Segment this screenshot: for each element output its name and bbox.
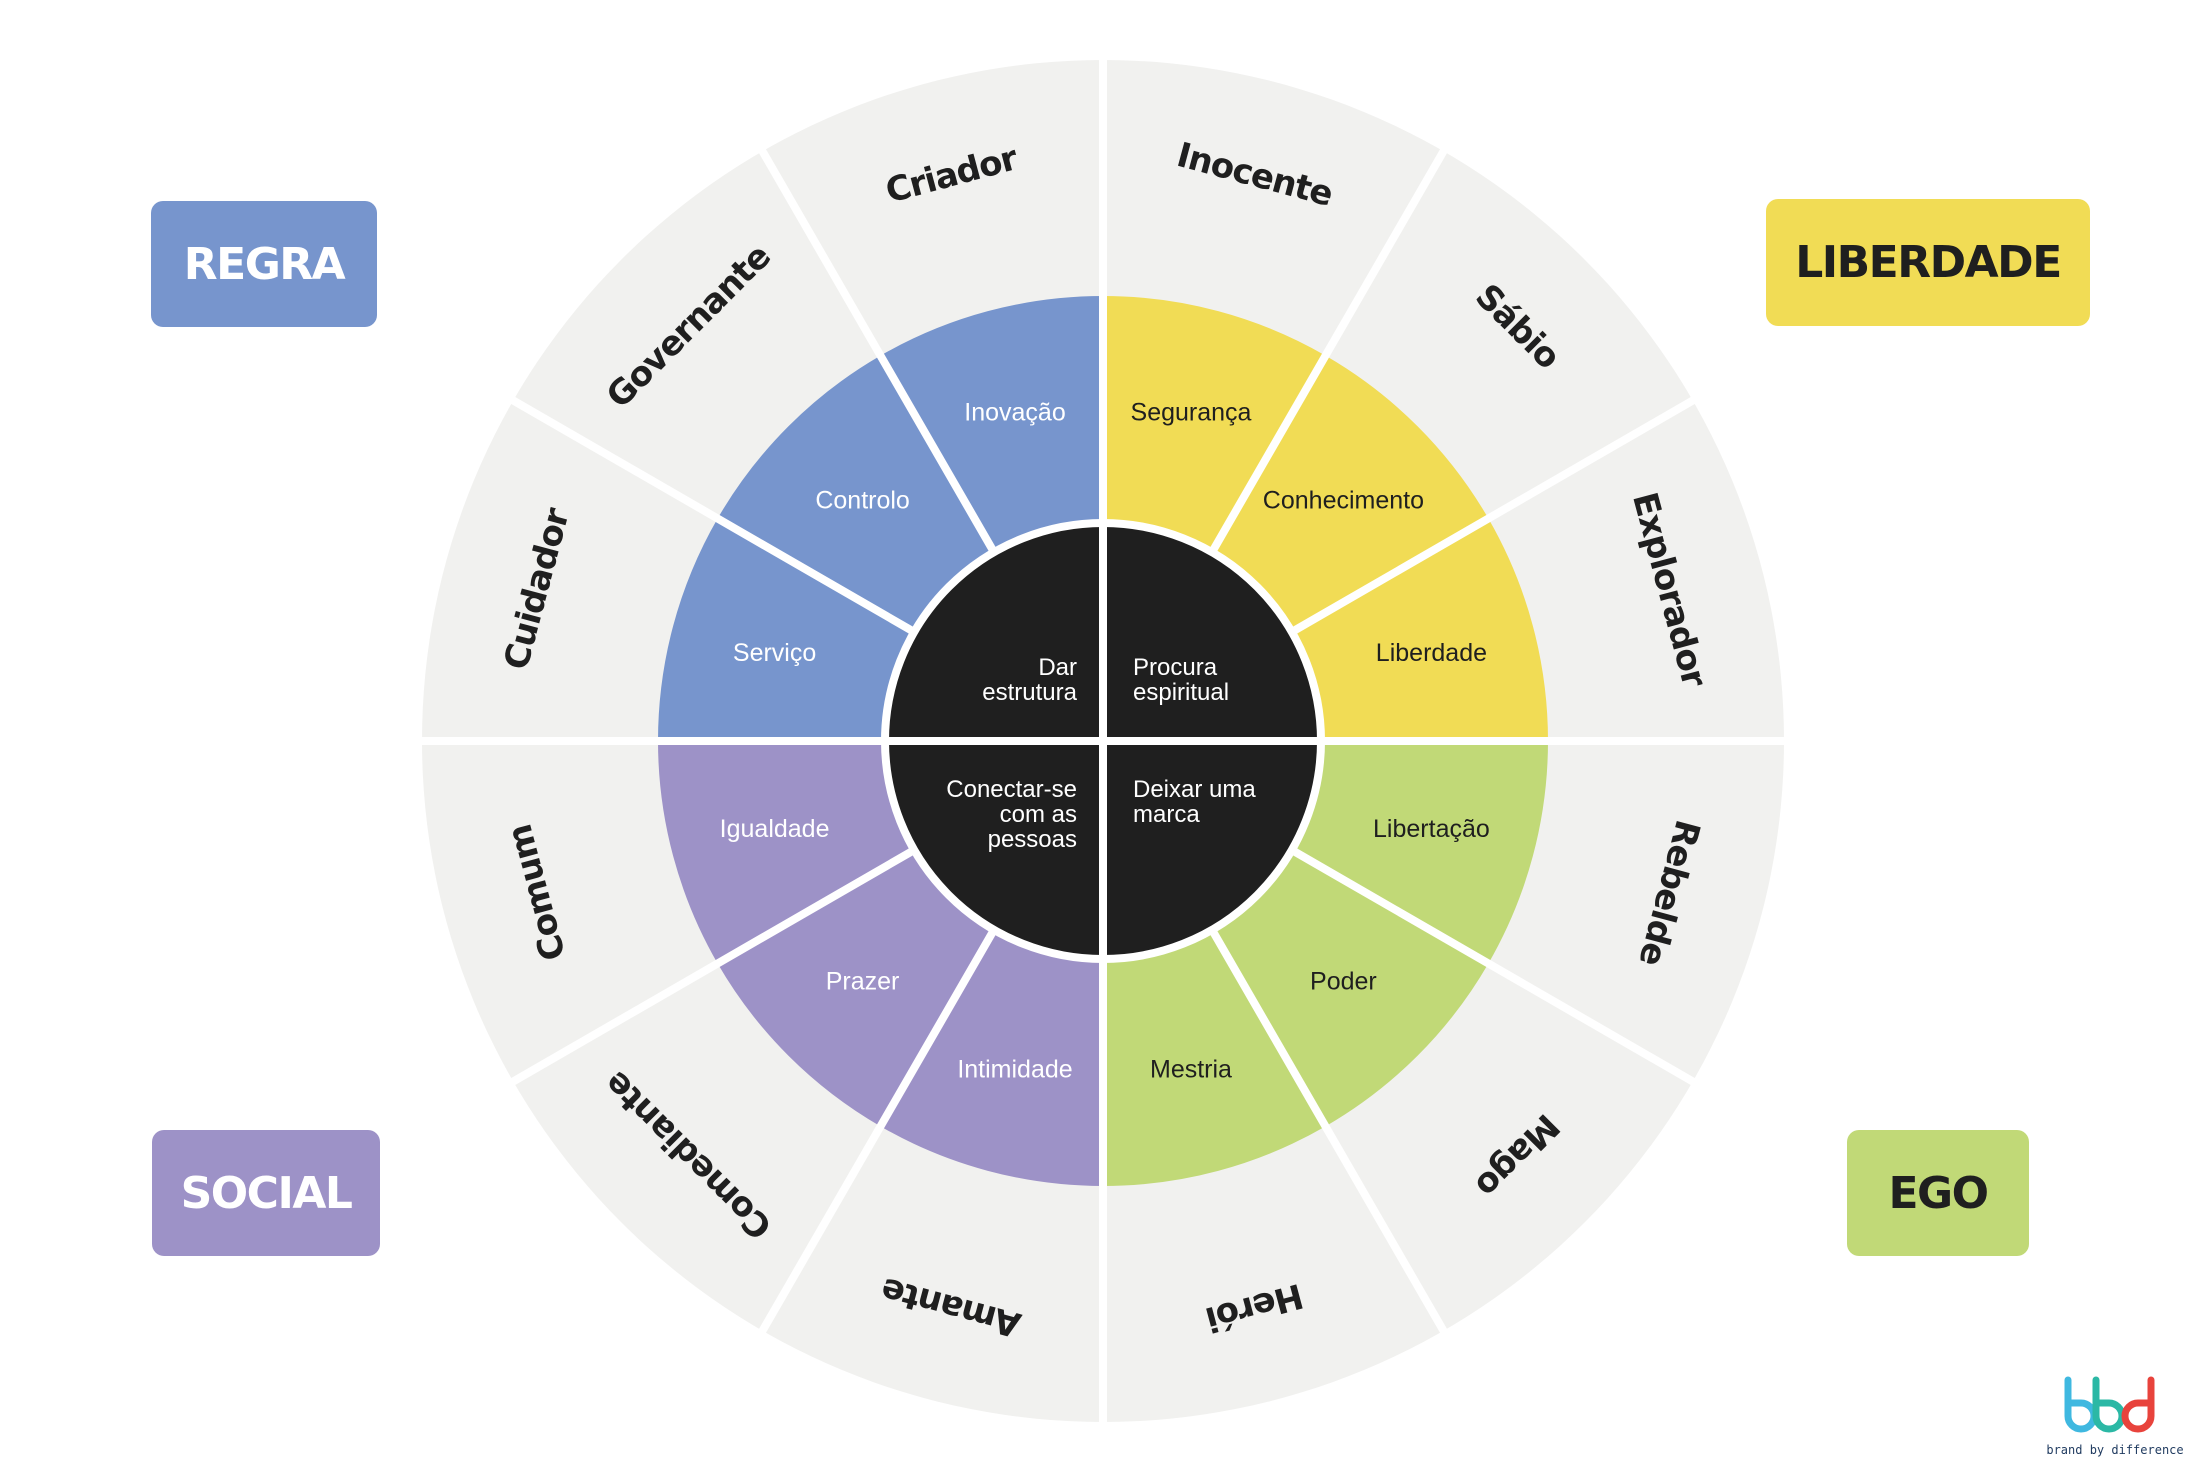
motivation-wedge-mestria	[1103, 929, 1326, 1186]
motivation-label-poder: Poder	[1310, 967, 1377, 995]
motivation-wedge-poder	[1212, 850, 1489, 1127]
motivation-label-controlo: Controlo	[815, 487, 910, 515]
logo-mark	[2064, 1376, 2155, 1433]
motivation-wedge-igualdade	[658, 741, 915, 964]
motivation-label-seguranca: Segurança	[1131, 399, 1252, 427]
motivation-label-intimidade: Intimidade	[957, 1055, 1072, 1083]
motivation-label-mestria: Mestria	[1150, 1055, 1232, 1083]
wheel-divider	[1208, 147, 1448, 555]
motivation-label-igualdade: Igualdade	[720, 815, 830, 843]
center-text-conectar-se-line: Conectar-se	[946, 776, 1077, 803]
logo-tagline: brand by difference	[2046, 1443, 2183, 1457]
motivation-wedge-libertacao	[1291, 741, 1548, 964]
badge-regra: REGRA	[151, 201, 377, 327]
motivation-label-libertacao: Libertação	[1373, 815, 1490, 843]
wheel-divider	[758, 927, 998, 1335]
center-text-procura-espiritual-line: Procura	[1133, 654, 1218, 681]
wheel-divider	[509, 846, 917, 1086]
wheel-divider	[1208, 927, 1448, 1335]
motivation-wedge-controlo	[717, 355, 994, 632]
badge-ego: EGO	[1847, 1130, 2029, 1256]
motivation-wedge-liberdade	[1291, 518, 1548, 741]
motivation-label-inovacao: Inovação	[964, 399, 1065, 427]
center-text-procura-espiritual-line: espiritual	[1133, 679, 1229, 706]
wheel-divider	[758, 147, 998, 555]
motivation-wedge-seguranca	[1103, 296, 1326, 553]
wheel-divider	[1289, 396, 1697, 636]
motivation-label-prazer: Prazer	[826, 967, 900, 995]
center-text-dar-estrutura-line: Dar	[1038, 654, 1077, 681]
wheel-divider	[1289, 846, 1697, 1086]
badge-social: SOCIAL	[152, 1130, 380, 1256]
badge-liberdade: LIBERDADE	[1766, 199, 2090, 326]
wheel-divider	[509, 396, 917, 636]
center-text-dar-estrutura-line: estrutura	[982, 679, 1077, 706]
motivation-wedge-intimidade	[880, 929, 1103, 1186]
motivation-wedge-conhecimento	[1212, 355, 1489, 632]
brand-logo: brand by difference	[2046, 1376, 2184, 1457]
center-text-conectar-se-line: com as	[1000, 801, 1077, 828]
motivation-wedge-servico	[658, 518, 915, 741]
center-text-deixar-uma-marca-line: Deixar uma	[1133, 776, 1256, 803]
center-text-deixar-uma-marca-line: marca	[1133, 801, 1200, 828]
motivation-label-liberdade: Liberdade	[1376, 639, 1487, 667]
center-text-conectar-se-line: pessoas	[988, 826, 1077, 853]
motivation-wedge-prazer	[717, 850, 994, 1127]
motivation-label-servico: Serviço	[733, 639, 816, 667]
motivation-wedge-inovacao	[880, 296, 1103, 553]
motivation-label-conhecimento: Conhecimento	[1263, 487, 1424, 515]
